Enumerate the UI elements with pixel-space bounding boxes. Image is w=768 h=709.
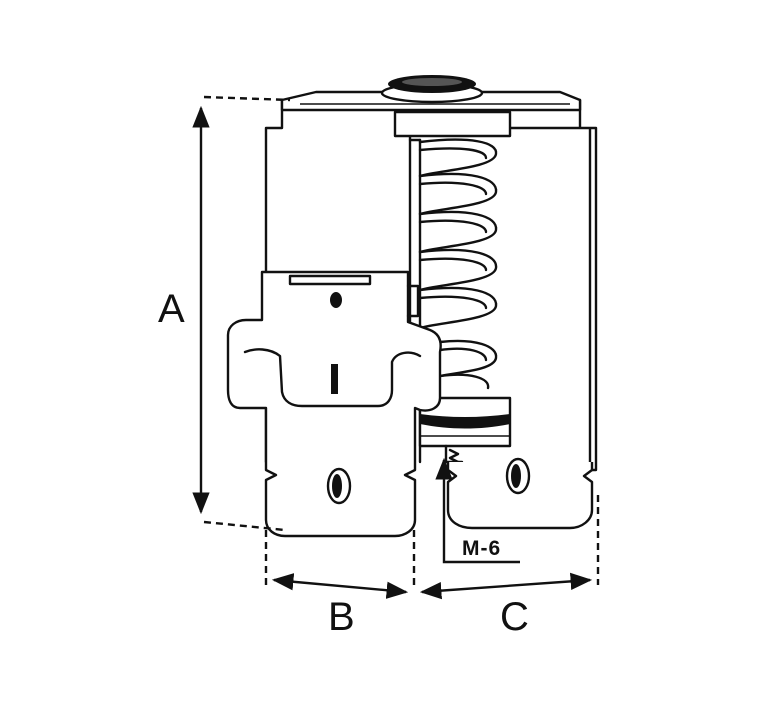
dimension-c-label: C xyxy=(500,595,529,639)
bottom-washer xyxy=(418,396,512,448)
dimension-b-label: B xyxy=(328,595,355,639)
front-bracket xyxy=(226,270,442,538)
right-bracket-foot xyxy=(446,457,594,530)
compression-spring xyxy=(418,138,498,390)
dimension-b: B xyxy=(264,530,416,639)
thread-size-label: M-6 xyxy=(462,537,501,560)
thread-callout: M-6 xyxy=(435,457,520,564)
dimension-a-label: A xyxy=(158,287,185,331)
dimension-c: C xyxy=(419,495,600,639)
top-nut xyxy=(380,75,484,104)
dimension-a: A xyxy=(158,95,291,532)
threaded-rod-end xyxy=(444,444,464,464)
